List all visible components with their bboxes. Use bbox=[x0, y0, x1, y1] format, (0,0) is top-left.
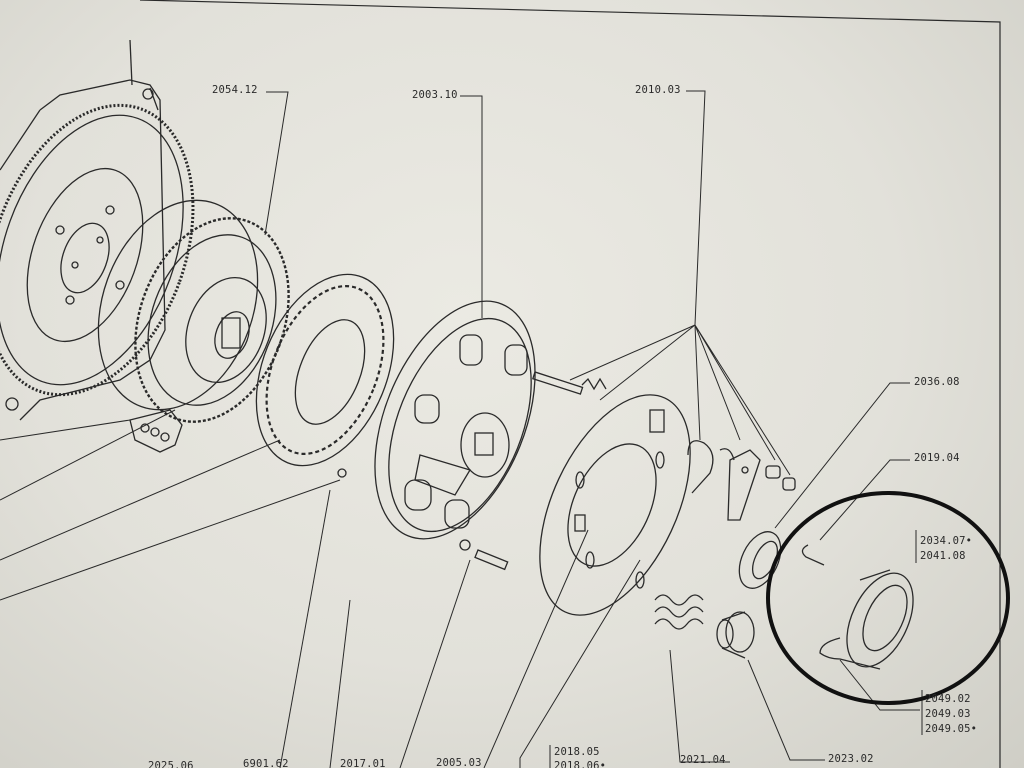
lever-drawing bbox=[727, 449, 761, 521]
part-label-2034-07: 2034.07• bbox=[920, 535, 973, 547]
part-label-2021-04: 2021.04 bbox=[680, 754, 726, 766]
coil-spring-drawing bbox=[654, 594, 704, 630]
leader-lines bbox=[0, 90, 923, 768]
cover-plate-drawing bbox=[539, 394, 691, 616]
part-label-2054-12: 2054.12 bbox=[212, 84, 258, 96]
pad-drawing bbox=[129, 409, 183, 453]
pressure-plate-drawing bbox=[374, 300, 536, 571]
part-label-2003-10: 2003.10 bbox=[412, 89, 458, 101]
part-label-2049-02: 2049.02 bbox=[925, 693, 971, 705]
friction-disc-2-drawing bbox=[255, 273, 395, 478]
bolt-spring-drawing bbox=[532, 371, 607, 395]
part-label-2041-08: 2041.08 bbox=[920, 550, 966, 562]
part-label-2018-06: 2018.06• bbox=[554, 760, 607, 768]
flywheel-drawing bbox=[0, 103, 195, 397]
part-label-2018-05: 2018.05 bbox=[554, 746, 600, 758]
page-frame-line bbox=[139, 0, 1001, 768]
part-label-2005-03: 2005.03 bbox=[436, 757, 482, 768]
part-label-2017-01: 2017.01 bbox=[340, 758, 386, 768]
part-label-2025-06: 2025.06 bbox=[148, 760, 194, 768]
release-bearing-drawing bbox=[846, 569, 914, 668]
clip-drawing bbox=[801, 544, 825, 566]
pin-drawing bbox=[819, 637, 881, 670]
part-label-2036-08: 2036.08 bbox=[914, 376, 960, 388]
bushing-drawing bbox=[716, 611, 755, 659]
part-label-2023-02: 2023.02 bbox=[828, 753, 874, 765]
part-label-6901-62: 6901.62 bbox=[243, 758, 289, 768]
part-label-2010-03: 2010.03 bbox=[635, 84, 681, 96]
part-label-2049-03: 2049.03 bbox=[925, 708, 971, 720]
part-label-2049-05: 2049.05• bbox=[925, 723, 978, 735]
friction-disc-1-drawing bbox=[97, 199, 290, 423]
nut-drawing bbox=[765, 465, 796, 491]
release-ring-drawing bbox=[738, 531, 782, 589]
part-label-2019-04: 2019.04 bbox=[914, 452, 960, 464]
highlight-circle bbox=[766, 491, 1010, 705]
retaining-spring-drawing bbox=[687, 440, 735, 494]
engine-block-drawing bbox=[0, 39, 166, 421]
